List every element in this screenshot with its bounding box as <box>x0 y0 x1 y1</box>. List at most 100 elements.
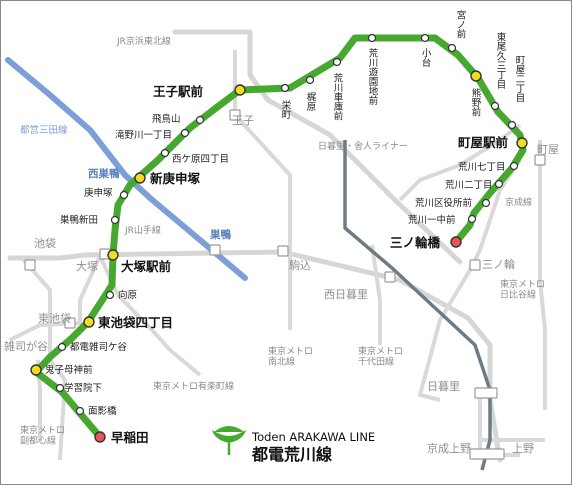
label-machiyaekimae: 町屋駅前 <box>458 135 509 150</box>
gray-line-4 <box>398 123 522 202</box>
station-marker-otsukaekimae[interactable] <box>107 249 119 261</box>
label-keiseiueno: 京成上野 <box>427 441 471 455</box>
transfer-marker-machiya <box>534 154 546 166</box>
nippori-toneri-line <box>343 140 492 471</box>
label-metro-namboku: 東京メトロ南北線 <box>268 345 313 367</box>
label-minowa: 三ノ輪 <box>482 257 515 271</box>
jr-yamanote-line <box>7 249 503 463</box>
label-metro-hibiya: 東京メトロ日比谷線 <box>500 278 545 300</box>
station-marker-kajiwara[interactable] <box>305 75 315 85</box>
transfer-marker-ikebukuro <box>24 259 36 271</box>
label-jr-yamanote: JR山手線 <box>124 224 161 236</box>
label-higashiikebukuro: 東池袋 <box>38 311 71 325</box>
label-metro-yurakucho: 東京メトロ有楽町線 <box>153 380 234 392</box>
label-nishinippori: 西日暮里 <box>324 287 368 301</box>
station-marker-omokagebashi[interactable] <box>75 406 85 416</box>
label-waseda: 早稲田 <box>111 430 149 445</box>
label-todenzoshigaya: 都電雑司ケ谷 <box>70 341 128 353</box>
label-kajiwara: 梶原 <box>305 91 317 111</box>
transfer-marker-oji <box>229 109 241 121</box>
station-marker-kumanomae[interactable] <box>470 70 482 82</box>
station-marker-nishigahara4[interactable] <box>160 148 170 158</box>
label-otsukaekimae: 大塚駅前 <box>121 259 172 274</box>
label-omokagebashi: 面影橋 <box>88 405 117 417</box>
label-gakushuinshita: 学習院下 <box>64 382 102 394</box>
label-machiya: 町屋 <box>537 143 559 156</box>
transfer-marker-sugamo <box>209 244 221 256</box>
label-arakawa7: 荒川七丁目 <box>458 162 506 173</box>
label-takinogawa1: 滝野川一丁目 <box>115 130 172 141</box>
transfer-marker-minowa <box>469 259 481 271</box>
station-marker-odai[interactable] <box>420 33 430 43</box>
station-marker-kishimojinmae[interactable] <box>30 364 42 376</box>
label-odai: 小台 <box>420 48 432 68</box>
gray-line-2 <box>9 255 102 342</box>
station-marker-minowabashi[interactable] <box>450 236 462 248</box>
label-minowabashi: 三ノ輪橋 <box>390 235 441 250</box>
label-mukohara: 向原 <box>118 289 137 301</box>
label-arakawaitchumae: 荒川一中前 <box>408 214 456 226</box>
label-kishimojinmae: 鬼子母神前 <box>45 364 93 376</box>
label-arakawa2: 荒川二丁目 <box>445 180 493 191</box>
label-metro-chiyoda: 東京メトロ千代田線 <box>358 345 403 367</box>
label-arakawashakomae: 荒川車庫前 <box>332 73 344 121</box>
ginkgo-leaf-icon <box>212 426 246 455</box>
label-toei-mita: 都営三田線 <box>20 124 68 136</box>
label-miyanomae: 宮ノ前 <box>455 9 467 39</box>
station-marker-higashiikebukuro4[interactable] <box>83 316 95 328</box>
label-ojiekimae: 王子駅前 <box>153 84 204 99</box>
station-marker-shinkoshinzuka[interactable] <box>134 172 146 184</box>
label-komagome: 駒込 <box>289 259 311 272</box>
station-marker-koshinzuka[interactable] <box>119 190 129 200</box>
label-nishisugamo: 西巣鴨 <box>88 167 120 180</box>
station-marker-machiya2[interactable] <box>507 120 517 130</box>
station-marker-miyanomae[interactable] <box>447 43 457 53</box>
transfer-marker-nippori <box>474 387 498 399</box>
label-keisei: 京成線 <box>505 196 532 208</box>
label-jr-keihin-tohoku: JR京浜東北線 <box>116 35 171 47</box>
label-oji: 王子 <box>232 114 254 127</box>
station-marker-gakushuinshita[interactable] <box>55 383 65 393</box>
label-nishigahara4: 西ケ原四丁目 <box>172 154 229 165</box>
legend: Toden ARAKAWA LINE 都電荒川線 <box>212 426 375 464</box>
station-marker-arakawa2[interactable] <box>494 179 504 189</box>
transfer-marker-komagome <box>277 245 289 257</box>
metro-chiyoda-line <box>370 244 382 345</box>
metro-namboku-line <box>233 50 292 330</box>
station-marker-waseda[interactable] <box>94 431 106 443</box>
station-marker-arakawaitchumae[interactable] <box>467 214 477 224</box>
station-marker-todenzoshigaya[interactable] <box>57 342 67 352</box>
label-asukayama: 飛鳥山 <box>152 113 181 125</box>
label-higashiikebukuro4: 東池袋四丁目 <box>98 315 173 330</box>
station-marker-higashiogu3[interactable] <box>490 101 500 111</box>
station-marker-sakaecho[interactable] <box>280 83 290 93</box>
toei-mita-line <box>5 57 248 281</box>
label-koshinzuka: 庚申塚 <box>84 187 113 199</box>
transfer-marker-higashiikebukuro <box>64 317 76 329</box>
station-marker-arakawa7[interactable] <box>509 161 519 171</box>
keisei-line <box>538 140 547 410</box>
label-sugamo: 巣鴨 <box>209 228 231 241</box>
label-ueno: 上野 <box>512 442 534 455</box>
label-otsuka: 大塚 <box>76 259 98 273</box>
label-arakawayuenchimae: 荒川遊園地前 <box>367 48 379 106</box>
label-higashiogu3: 東尾久三丁目 <box>495 31 507 89</box>
station-marker-arakawashakomae[interactable] <box>332 57 342 67</box>
label-shinkoshinzuka: 新庚申塚 <box>150 171 201 186</box>
label-sakaecho: 栄町 <box>280 99 292 119</box>
station-marker-ojiekimae[interactable] <box>234 84 246 96</box>
label-kumanomae: 熊野前 <box>470 87 482 117</box>
label-metro-fukutoshin: 東京メトロ副都心線 <box>20 424 65 446</box>
legend-title-jp: 都電荒川線 <box>251 445 332 464</box>
station-marker-arakawayuenchimae[interactable] <box>367 33 377 43</box>
label-arakawakuyakushomae: 荒川区役所前 <box>415 197 472 209</box>
station-marker-asukayama[interactable] <box>195 115 205 125</box>
station-marker-takinogawa1[interactable] <box>180 128 190 138</box>
station-marker-machiyaekimae[interactable] <box>516 137 528 149</box>
station-marker-arakawakuyakushomae[interactable] <box>481 198 491 208</box>
station-marker-sugamoshinden[interactable] <box>110 215 120 225</box>
station-marker-mukohara[interactable] <box>105 290 115 300</box>
transfer-marker-nishinippori <box>384 271 396 283</box>
